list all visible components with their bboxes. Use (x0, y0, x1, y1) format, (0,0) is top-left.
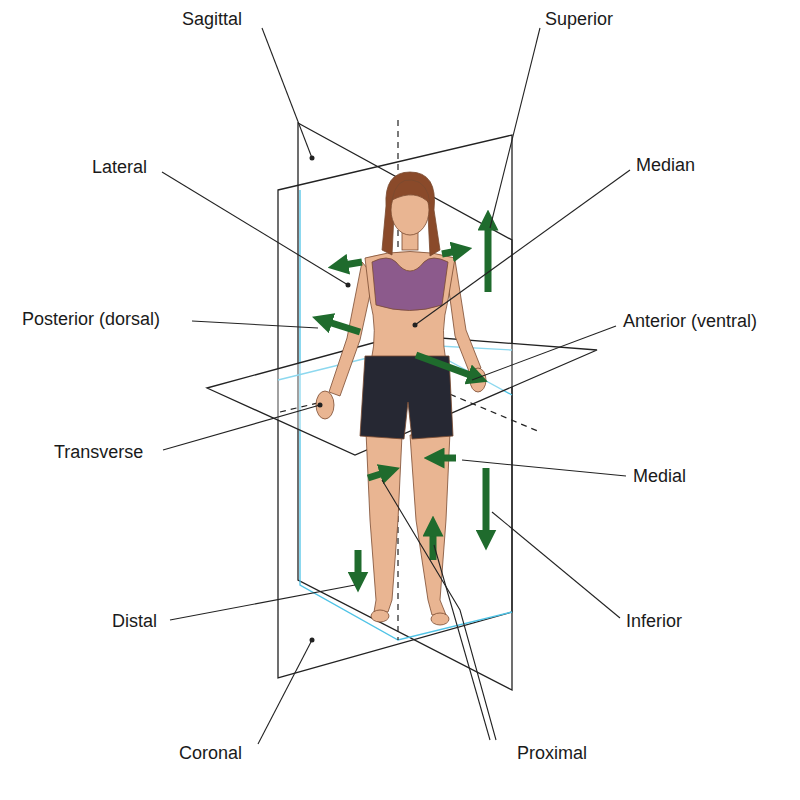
direction-arrows-part (368, 471, 390, 478)
dashed-axes-part (440, 390, 540, 432)
human-figure-part (371, 610, 389, 622)
direction-arrows-part (483, 468, 490, 540)
term-label: Proximal (515, 743, 589, 765)
term-label: Lateral (90, 157, 149, 179)
leader-lines-part (262, 28, 312, 158)
leader-lines-part (382, 480, 496, 740)
leader-lines-part (434, 545, 490, 740)
human-figure-part (366, 432, 402, 612)
human-figure-part (372, 258, 448, 311)
human-figure-part (431, 613, 449, 625)
direction-arrows-part (338, 262, 362, 266)
term-label: Median (634, 155, 697, 177)
direction-arrows-part (430, 526, 437, 560)
leader-dots (310, 156, 418, 643)
leader-lines-part (170, 585, 355, 620)
sagittal-plane (298, 123, 512, 690)
leader-lines-part (415, 170, 630, 325)
direction-arrows-part (322, 320, 360, 332)
direction-arrows-part (416, 355, 478, 378)
human-figure-part (382, 172, 440, 256)
dashed-axes (280, 120, 540, 640)
direction-arrows (322, 220, 488, 582)
term-label: Transverse (52, 442, 145, 464)
leader-dots-part (310, 156, 315, 161)
leader-lines (162, 28, 630, 744)
leader-lines-part (462, 460, 626, 476)
leader-lines-part (258, 640, 312, 744)
leader-lines-part (162, 172, 348, 285)
direction-arrows-part (485, 220, 492, 292)
leader-lines-part (490, 28, 540, 228)
leader-lines-part (472, 326, 616, 380)
human-figure (316, 172, 486, 625)
leader-dots-part (413, 323, 418, 328)
term-label: Posterior (dorsal) (20, 309, 162, 331)
leader-lines-part (192, 321, 318, 328)
direction-arrows-part (355, 550, 362, 582)
leader-dots-part (318, 403, 323, 408)
leader-lines-part (492, 512, 620, 618)
term-label: Distal (110, 611, 159, 633)
direction-arrows-part (442, 250, 462, 254)
leader-dots-part (310, 638, 315, 643)
term-label: Coronal (177, 743, 244, 765)
term-label: Anterior (ventral) (621, 311, 759, 333)
human-figure-part (316, 391, 334, 419)
leader-dots-part (346, 283, 351, 288)
leader-lines-part (163, 405, 320, 450)
direction-arrows-part (434, 455, 456, 462)
term-label: Superior (543, 9, 615, 31)
human-figure-part (365, 252, 455, 363)
term-label: Medial (631, 466, 688, 488)
human-figure-part (392, 180, 430, 204)
term-label: Sagittal (180, 9, 244, 31)
human-figure-part (360, 356, 453, 439)
term-label: Inferior (624, 611, 684, 633)
